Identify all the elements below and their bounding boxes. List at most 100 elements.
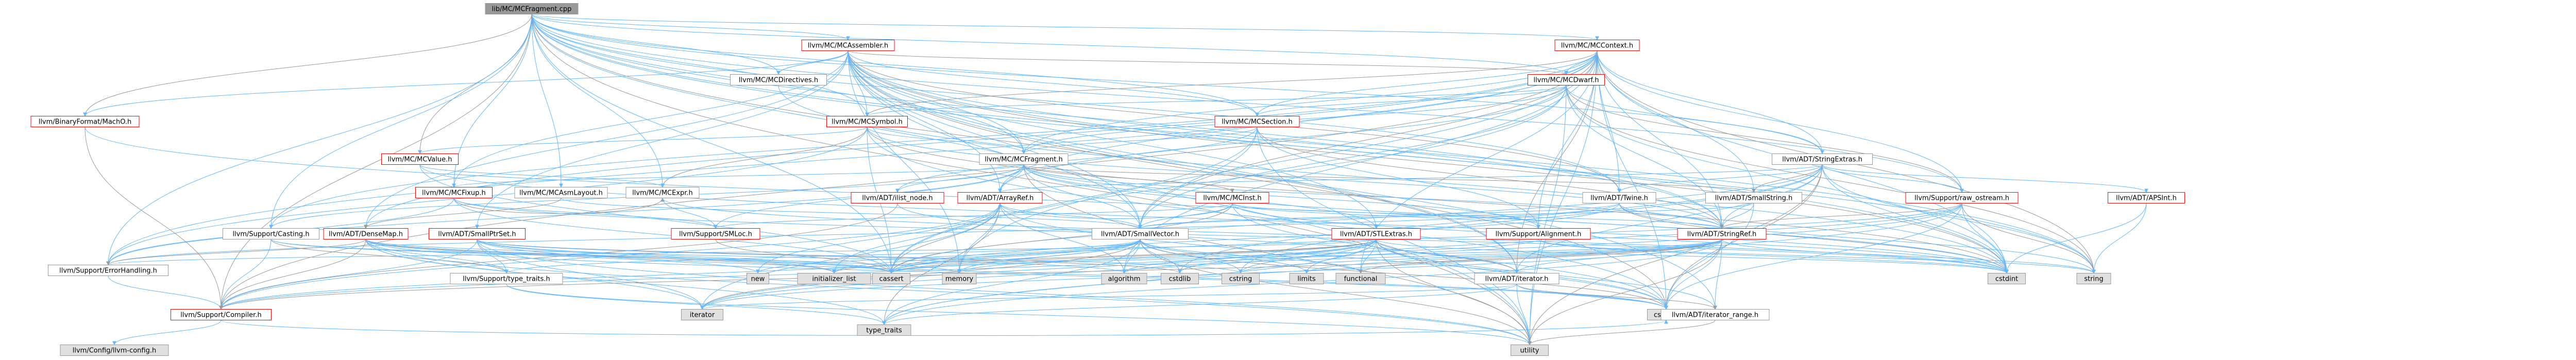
node-label: llvm/ADT/iterator_range.h	[1672, 312, 1758, 319]
node-box	[625, 187, 700, 198]
node-label: cstdint	[1995, 276, 2018, 283]
node-smloc[interactable]: llvm/Support/SMLoc.h	[671, 228, 760, 239]
node-box	[30, 116, 140, 127]
node-smallstring[interactable]: llvm/ADT/SmallString.h	[1705, 192, 1802, 203]
include-edge	[452, 164, 1024, 188]
include-edge	[1822, 164, 1964, 193]
node-label: llvm/Support/raw_ostream.h	[1914, 195, 2009, 202]
node-label: llvm/ADT/STLExtras.h	[1340, 231, 1412, 238]
node-apsint[interactable]: llvm/ADT/APSInt.h	[2108, 192, 2185, 203]
include-edge	[832, 203, 1001, 274]
node-mcvalue[interactable]: llvm/MC/MCValue.h	[381, 153, 459, 165]
node-configh: llvm/Config/llvm-config.h	[60, 345, 169, 356]
include-edge	[889, 85, 1567, 274]
include-edge	[848, 50, 1259, 117]
node-ilistnode[interactable]: llvm/ADT/ilist_node.h	[851, 192, 944, 203]
node-mcassembler[interactable]: llvm/MC/MCAssembler.h	[801, 40, 895, 51]
include-edge	[531, 14, 1259, 117]
node-machoo[interactable]: llvm/BinaryFormat/MachO.h	[30, 116, 140, 127]
include-edge	[477, 239, 836, 274]
include-edge	[714, 203, 1233, 229]
node-box	[730, 74, 827, 85]
node-label: new	[751, 276, 765, 283]
node-iteratorrange[interactable]: llvm/ADT/iterator_range.h	[1660, 309, 1770, 320]
node-functional: functional	[1335, 273, 1386, 284]
node-label: type_traits	[866, 327, 902, 335]
node-limits: limits	[1289, 273, 1324, 284]
node-alignment[interactable]: llvm/Support/Alignment.h	[1486, 228, 1591, 239]
include-edge	[998, 164, 1823, 193]
include-edge	[848, 50, 1519, 274]
node-label: limits	[1297, 276, 1316, 283]
node-densemap[interactable]: llvm/ADT/DenseMap.h	[323, 228, 409, 239]
include-edge	[531, 14, 1532, 346]
include-edge	[1023, 164, 1142, 229]
node-smallvector[interactable]: llvm/ADT/SmallVector.h	[1092, 228, 1189, 239]
include-edge	[1122, 239, 1722, 274]
node-stringref[interactable]: llvm/ADT/StringRef.h	[1677, 228, 1767, 239]
include-edge	[531, 14, 665, 188]
include-edge	[889, 239, 1722, 274]
include-edge	[700, 239, 1722, 310]
node-label: utility	[1520, 347, 1539, 355]
node-box	[801, 40, 895, 51]
include-edge	[895, 164, 1024, 193]
node-label: cstdlib	[1169, 276, 1191, 283]
include-edge	[957, 239, 1377, 274]
node-label: llvm/Support/Casting.h	[232, 231, 309, 238]
node-typetraits[interactable]: llvm/Support/type_traits.h	[450, 273, 563, 284]
node-box	[797, 273, 871, 284]
node-mccontext[interactable]: llvm/MC/MCContext.h	[1554, 40, 1640, 51]
include-edge	[848, 50, 1568, 75]
include-edge	[84, 127, 2009, 274]
node-box	[1214, 116, 1300, 127]
include-edge	[452, 14, 532, 188]
include-edge	[106, 14, 532, 266]
include-edge	[219, 239, 1141, 310]
node-new: new	[747, 273, 769, 284]
include-edge	[1752, 164, 1823, 193]
include-edge	[269, 14, 532, 229]
node-mcexpr[interactable]: llvm/MC/MCExpr.h	[625, 187, 700, 198]
node-mcdirectives[interactable]: llvm/MC/MCDirectives.h	[730, 74, 827, 85]
node-mcfragment[interactable]: llvm/MC/MCFragment.h	[979, 153, 1069, 165]
node-stringextras[interactable]: llvm/ADT/StringExtras.h	[1772, 153, 1873, 165]
include-edge	[832, 239, 1141, 274]
include-edge	[865, 50, 1598, 117]
include-edge	[531, 14, 1599, 41]
include-edge	[1566, 85, 1824, 155]
node-compiler[interactable]: llvm/Support/Compiler.h	[171, 309, 272, 320]
node-iterator-adt[interactable]: llvm/ADT/iterator.h	[1474, 273, 1560, 284]
node-rawostream[interactable]: llvm/Support/raw_ostream.h	[1905, 192, 2019, 203]
node-mcinst[interactable]: llvm/MC/MCInst.h	[1195, 192, 1269, 203]
include-edge	[531, 14, 1519, 274]
node-mcdwarf[interactable]: llvm/MC/MCDwarf.h	[1528, 74, 1605, 85]
node-label: llvm/ADT/DenseMap.h	[329, 231, 403, 238]
node-stlextras[interactable]: llvm/ADT/STLExtras.h	[1331, 228, 1421, 239]
include-edge	[848, 50, 2096, 274]
node-mcasmlayout[interactable]: llvm/MC/MCAsmLayout.h	[514, 187, 608, 198]
include-edge	[1140, 239, 1363, 274]
node-box	[1677, 228, 1767, 239]
node-mcsection[interactable]: llvm/MC/MCSection.h	[1214, 116, 1300, 127]
node-label: llvm/Support/SMLoc.h	[679, 231, 752, 238]
include-edge	[1140, 239, 1243, 274]
include-edge	[531, 14, 2096, 274]
node-errorhandling[interactable]: llvm/Support/ErrorHandling.h	[48, 265, 168, 276]
node-arrayref[interactable]: llvm/ADT/ArrayRef.h	[957, 192, 1043, 203]
include-edge	[531, 14, 893, 274]
node-box	[1660, 309, 1770, 320]
include-edge	[1720, 203, 1962, 229]
node-box	[681, 309, 723, 320]
node-mcfixup[interactable]: llvm/MC/MCFixup.h	[415, 187, 493, 198]
node-casting[interactable]: llvm/Support/Casting.h	[223, 228, 319, 239]
node-cstring: cstring	[1222, 273, 1260, 284]
node-label: llvm/MC/MCFixup.h	[422, 190, 486, 197]
include-edge	[1239, 239, 1722, 274]
node-label: algorithm	[1108, 276, 1141, 283]
include-edge	[848, 50, 1142, 229]
include-edge	[882, 284, 1517, 325]
node-mcsymbol[interactable]: llvm/MC/MCSymbol.h	[826, 116, 908, 127]
node-smallptrset[interactable]: llvm/ADT/SmallPtrSet.h	[429, 228, 526, 239]
node-twine[interactable]: llvm/ADT/Twine.h	[1582, 192, 1656, 203]
